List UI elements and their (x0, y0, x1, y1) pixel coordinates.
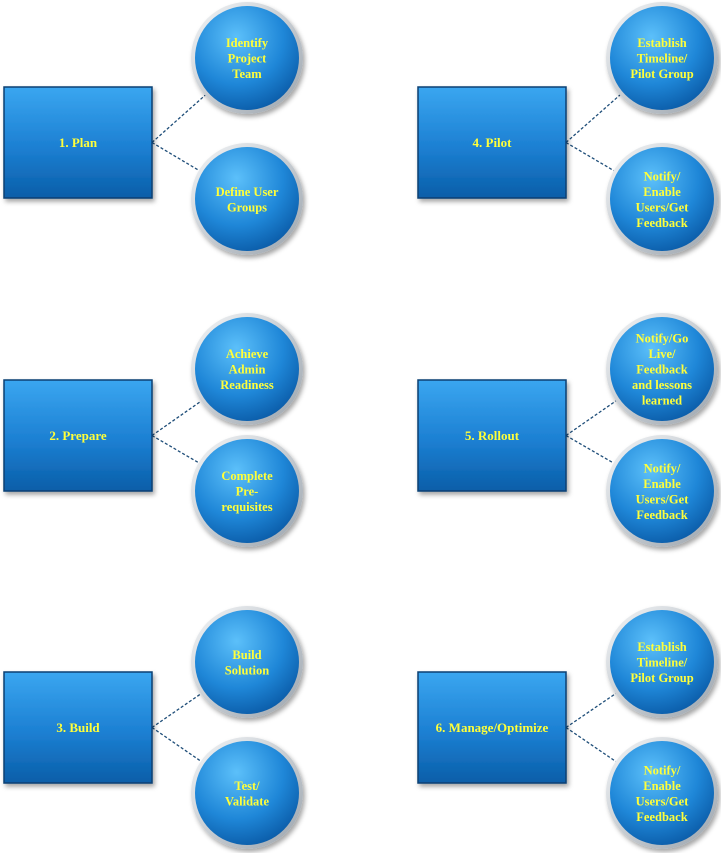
step-label: Enable (643, 185, 681, 199)
phase-label: 6. Manage/Optimize (436, 720, 549, 735)
step-label: Define User (216, 185, 279, 199)
phase-label: 5. Rollout (465, 428, 520, 443)
phase-2-prepare: 2. Prepare AchieveAdminReadinessCompleteP… (3, 313, 303, 547)
phase-box (417, 671, 567, 784)
step-label: Readiness (220, 378, 274, 392)
connector-line (151, 94, 206, 143)
step-label: Achieve (226, 347, 269, 361)
step-label: Users/Get (636, 794, 690, 808)
step-label: Pilot Group (630, 671, 693, 685)
step-circle-fill (610, 741, 714, 845)
connector-line (151, 693, 202, 729)
connector-line (565, 141, 615, 172)
phase-box (417, 86, 567, 199)
phase-6-manage-optimize: 6. Manage/Optimize EstablishTimeline/Pilo… (417, 606, 718, 849)
step-circle-fill (610, 439, 714, 543)
connector-line (565, 434, 614, 464)
step-label: Notify/Go (636, 332, 689, 346)
step-circle-fill (195, 741, 299, 845)
connector-line (565, 94, 621, 143)
step-circle: Test/Validate (191, 737, 303, 849)
step-label: Feedback (636, 363, 687, 377)
phase-label: 3. Build (56, 720, 100, 735)
step-circle-fill (610, 6, 714, 110)
step-label: Admin (229, 363, 266, 377)
step-label: Notify/ (644, 169, 681, 183)
step-label: Test/ (234, 779, 260, 793)
step-circle-fill (610, 147, 714, 251)
connector-line (565, 726, 617, 762)
phase-box (3, 379, 153, 492)
phase-box (3, 671, 153, 784)
step-label: Identify (226, 36, 269, 50)
phase-box (417, 379, 567, 492)
phase-label: 1. Plan (59, 135, 98, 150)
step-label: and lessons (632, 378, 692, 392)
connector-line (151, 400, 202, 437)
connector-line (151, 726, 202, 762)
step-label: Notify/ (644, 461, 681, 475)
step-circle-fill (195, 610, 299, 714)
step-label: Establish (637, 640, 686, 654)
step-label: Feedback (636, 810, 687, 824)
step-label: Validate (225, 794, 269, 808)
step-label: Build (232, 648, 261, 662)
step-circle-fill (195, 317, 299, 421)
step-label: learned (642, 394, 682, 408)
phase-box (3, 86, 153, 199)
step-label: Complete (221, 469, 273, 483)
step-circle-fill (195, 6, 299, 110)
connector-line (565, 400, 617, 437)
step-label: Users/Get (636, 200, 690, 214)
step-label: requisites (221, 500, 272, 514)
step-label: Pilot Group (630, 67, 693, 81)
step-circle-fill (610, 317, 714, 421)
step-label: Groups (227, 200, 267, 214)
step-label: Establish (637, 36, 686, 50)
step-circle-fill (610, 610, 714, 714)
step-label: Timeline/ (637, 52, 688, 66)
step-label: Timeline/ (637, 656, 688, 670)
step-label: Solution (225, 663, 270, 677)
phase-label: 4. Pilot (473, 135, 513, 150)
step-label: Notify/ (644, 763, 681, 777)
step-circle-fill (195, 147, 299, 251)
step-circle-fill (195, 439, 299, 543)
step-label: Pre- (236, 485, 259, 499)
step-label: Project (228, 52, 267, 66)
connector-line (151, 434, 199, 464)
step-label: Enable (643, 477, 681, 491)
step-label: Feedback (636, 508, 687, 522)
step-label: Enable (643, 779, 681, 793)
step-label: Team (232, 67, 262, 81)
connector-line (565, 693, 617, 729)
step-label: Live/ (648, 347, 676, 361)
step-label: Feedback (636, 216, 687, 230)
phase-label: 2. Prepare (49, 428, 107, 443)
connector-line (151, 141, 200, 171)
step-label: Users/Get (636, 492, 690, 506)
